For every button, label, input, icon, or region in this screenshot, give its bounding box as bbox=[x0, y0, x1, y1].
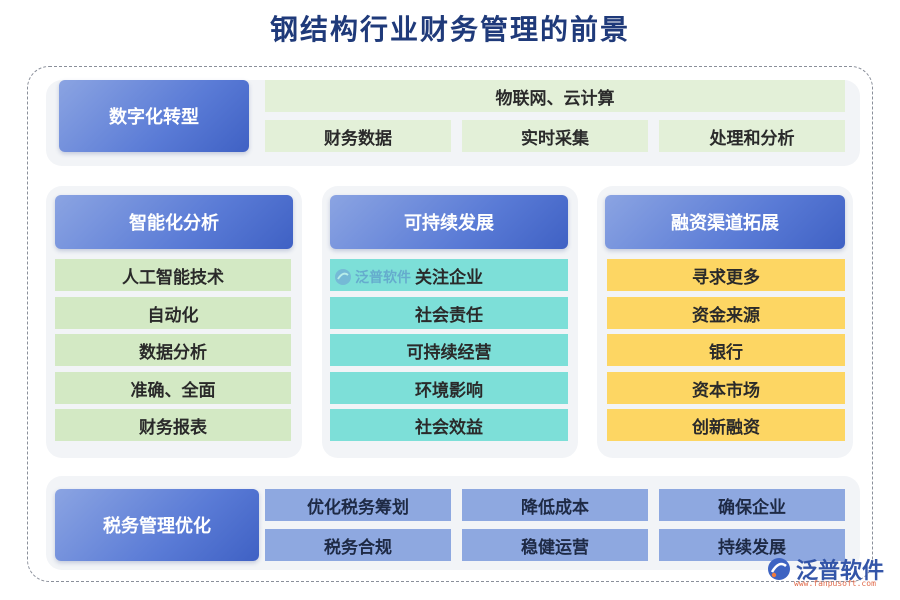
financing-item-3: 银行 bbox=[607, 334, 845, 366]
brand-logo: 泛普软件 www.fanpusoft.com bbox=[766, 553, 885, 588]
intelligent-item-4: 准确、全面 bbox=[55, 372, 291, 404]
digital-top-cell: 物联网、云计算 bbox=[265, 80, 845, 112]
sustainable-item-1: 关注企业 bbox=[330, 259, 568, 291]
tax-item-1: 优化税务筹划 bbox=[265, 489, 451, 521]
sustainable-item-3: 可持续经营 bbox=[330, 334, 568, 366]
intelligent-item-1: 人工智能技术 bbox=[55, 259, 291, 291]
digital-header: 数字化转型 bbox=[59, 80, 249, 152]
sustainable-header: 可持续发展 bbox=[330, 195, 568, 249]
brand-logo-icon bbox=[768, 558, 790, 580]
watermark-small-text: 泛普软件 bbox=[355, 270, 411, 286]
financing-item-5: 创新融资 bbox=[607, 409, 845, 441]
intelligent-item-5: 财务报表 bbox=[55, 409, 291, 441]
financing-item-4: 资本市场 bbox=[607, 372, 845, 404]
tax-item-3: 确保企业 bbox=[659, 489, 845, 521]
financing-header: 融资渠道拓展 bbox=[605, 195, 845, 249]
intelligent-item-2: 自动化 bbox=[55, 297, 291, 329]
sustainable-item-2: 社会责任 bbox=[330, 297, 568, 329]
watermark-logo-icon bbox=[335, 269, 351, 285]
watermark-small: 泛普软件 bbox=[334, 267, 411, 287]
sustainable-item-5: 社会效益 bbox=[330, 409, 568, 441]
digital-item-3: 处理和分析 bbox=[659, 120, 845, 152]
tax-item-5: 稳健运营 bbox=[462, 529, 648, 561]
intelligent-item-3: 数据分析 bbox=[55, 334, 291, 366]
financing-item-2: 资金来源 bbox=[607, 297, 845, 329]
tax-item-6: 持续发展 bbox=[659, 529, 845, 561]
brand-name: 泛普软件 bbox=[796, 559, 885, 584]
tax-item-4: 税务合规 bbox=[265, 529, 451, 561]
sustainable-item-4: 环境影响 bbox=[330, 372, 568, 404]
tax-header: 税务管理优化 bbox=[55, 489, 259, 561]
page-title: 钢结构行业财务管理的前景 bbox=[269, 13, 630, 46]
financing-item-1: 寻求更多 bbox=[607, 259, 845, 291]
tax-item-2: 降低成本 bbox=[462, 489, 648, 521]
intelligent-header: 智能化分析 bbox=[55, 195, 293, 249]
brand-url: www.fanpusoft.com bbox=[794, 579, 876, 588]
outer-dashed-frame bbox=[27, 66, 873, 582]
digital-item-1: 财务数据 bbox=[265, 120, 451, 152]
digital-item-2: 实时采集 bbox=[462, 120, 648, 152]
